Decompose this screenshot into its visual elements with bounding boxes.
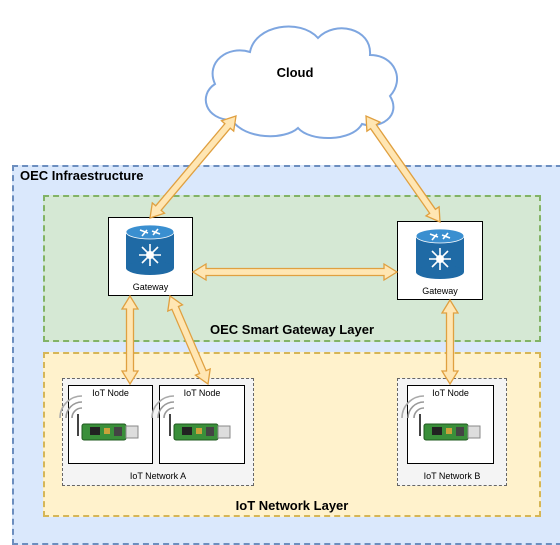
smart-gateway-layer-label: OEC Smart Gateway Layer bbox=[209, 322, 375, 337]
connection-arrows bbox=[120, 114, 460, 386]
arrow-gateway-node-a2 bbox=[166, 294, 212, 386]
iot-network-layer-label: IoT Network Layer bbox=[235, 498, 349, 513]
cloud-label: Cloud bbox=[276, 65, 314, 80]
arrow-cloud-gateway-left bbox=[149, 115, 237, 219]
gateway-label: Gateway bbox=[132, 282, 169, 292]
iot-node-label: IoT Node bbox=[92, 388, 129, 398]
iot-node-label: IoT Node bbox=[183, 388, 221, 398]
arrow-gateway-node-a1 bbox=[120, 294, 140, 386]
iot-network-b-label: IoT Network B bbox=[423, 471, 481, 481]
arrow-cloud-gateway-right bbox=[365, 114, 441, 224]
cloud-shape bbox=[204, 25, 399, 139]
iot-network-a-label: IoT Network A bbox=[129, 471, 187, 481]
gateway-label: Gateway bbox=[422, 286, 458, 296]
arrow-gateway-to-gateway bbox=[191, 262, 399, 282]
oec-infrastructure-label: OEC Infraestructure bbox=[20, 168, 144, 183]
iot-node-label: IoT Node bbox=[432, 388, 469, 398]
arrow-gateway-node-b1 bbox=[440, 298, 460, 386]
